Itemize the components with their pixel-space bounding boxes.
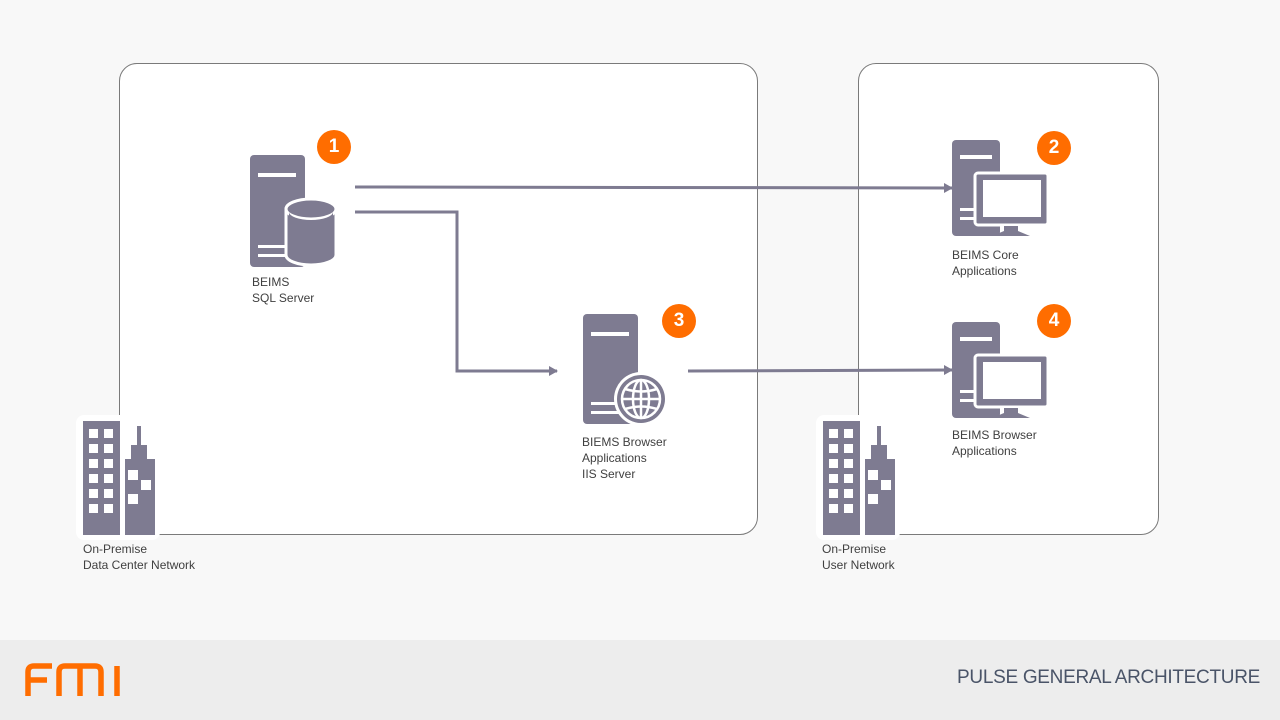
connection-iis-to-browser bbox=[687, 365, 953, 376]
footer bbox=[0, 640, 1280, 720]
fmi-logo bbox=[25, 663, 120, 696]
sql-server-label: BEIMS SQL Server bbox=[252, 275, 315, 305]
connection-sql-to-core bbox=[354, 182, 953, 193]
browser-applications-label: BEIMS Browser Applications bbox=[952, 428, 1037, 458]
data-center-label: On-Premise Data Center Network bbox=[83, 542, 196, 572]
building-icon bbox=[83, 421, 155, 535]
footer-title: PULSE GENERAL ARCHITECTURE bbox=[957, 667, 1260, 688]
iis-server-label: BIEMS Browser Applications IIS Server bbox=[582, 435, 667, 481]
building-icon bbox=[823, 421, 895, 535]
workstation-icon bbox=[952, 322, 1048, 418]
step-badge-3: 3 bbox=[662, 304, 696, 338]
workstation-icon bbox=[952, 140, 1048, 236]
data-center-zone bbox=[119, 63, 758, 535]
core-applications-label: BEIMS Core Applications bbox=[952, 248, 1019, 278]
web-server-icon bbox=[583, 314, 668, 426]
step-badge-2: 2 bbox=[1037, 131, 1071, 165]
step-badge-4: 4 bbox=[1037, 304, 1071, 338]
database-server-icon bbox=[250, 155, 336, 267]
user-zone bbox=[858, 63, 1159, 535]
connection-sql-to-iis bbox=[355, 210, 558, 376]
step-badge-1: 1 bbox=[317, 130, 351, 164]
user-network-label: On-Premise User Network bbox=[822, 542, 895, 572]
